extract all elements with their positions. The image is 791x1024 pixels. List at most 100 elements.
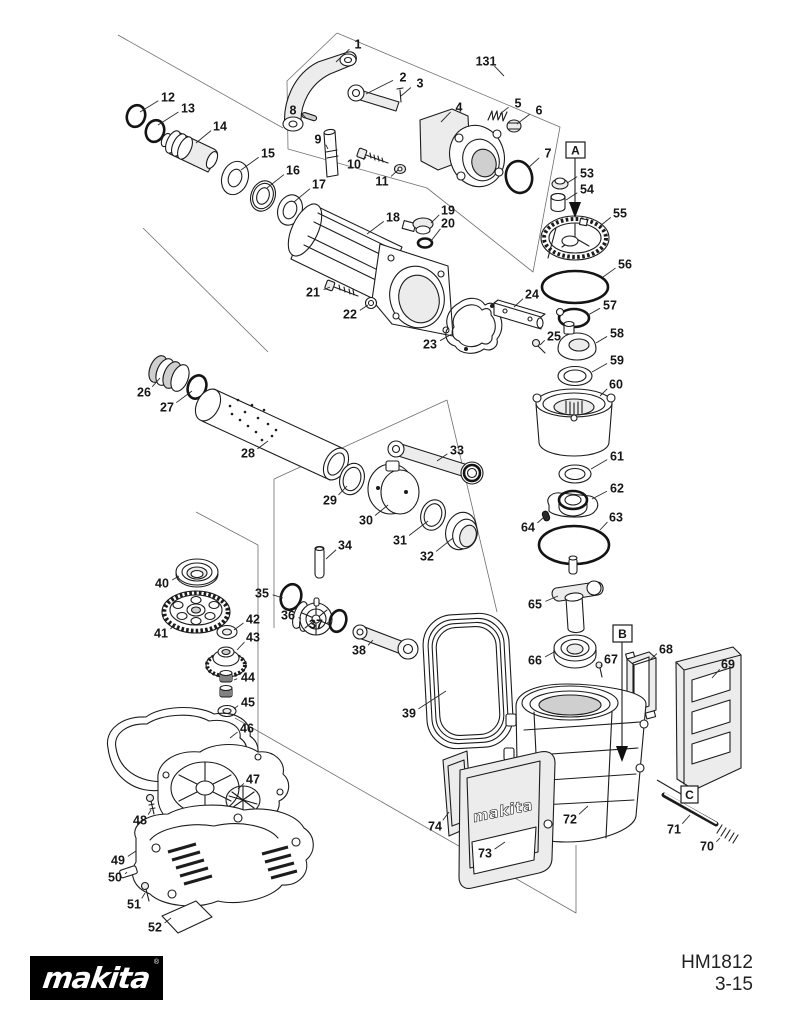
callout-leader-27 bbox=[175, 390, 193, 404]
part-callout-7: 7 bbox=[545, 147, 552, 161]
part-callout-38: 38 bbox=[352, 644, 366, 658]
part-callout-55: 55 bbox=[613, 207, 627, 221]
part-callout-18: 18 bbox=[386, 211, 400, 225]
callout-leader-58 bbox=[595, 336, 608, 344]
part-64-key bbox=[541, 510, 551, 522]
callout-leader-4 bbox=[440, 111, 451, 123]
callout-leader-6 bbox=[516, 113, 530, 125]
part-callout-13: 13 bbox=[181, 102, 195, 116]
footer-reference: HM1812 3-15 bbox=[681, 952, 753, 996]
callout-leader-2 bbox=[365, 79, 394, 95]
part-callout-49: 49 bbox=[111, 854, 125, 868]
callout-leader-69 bbox=[711, 668, 721, 679]
part-5-spring bbox=[487, 110, 508, 122]
part-9-rod bbox=[323, 128, 339, 178]
part-callout-12: 12 bbox=[161, 91, 175, 105]
part-callout-17: 17 bbox=[312, 178, 326, 192]
part-callout-39: 39 bbox=[402, 707, 416, 721]
callout-leader-56 bbox=[602, 267, 616, 278]
part-callout-56: 56 bbox=[618, 258, 632, 272]
part-callout-4: 4 bbox=[456, 101, 463, 115]
part-callout-25: 25 bbox=[547, 330, 561, 344]
callout-leader-33 bbox=[436, 453, 448, 462]
part-callout-50: 50 bbox=[108, 871, 122, 885]
view-label-box-C bbox=[680, 785, 699, 804]
part-callout-20: 20 bbox=[441, 217, 455, 231]
view-label-B: B bbox=[618, 627, 627, 641]
part-callout-23: 23 bbox=[423, 338, 437, 352]
callout-leader-67 bbox=[600, 663, 603, 667]
part-34-pin bbox=[314, 545, 325, 579]
callout-leader-64 bbox=[537, 517, 544, 524]
part-73-side-cover: makita bbox=[458, 751, 556, 889]
part-callout-64: 64 bbox=[521, 521, 535, 535]
part-4-cylinder-flange bbox=[419, 108, 505, 188]
part-callout-51: 51 bbox=[127, 898, 141, 912]
callout-leader-18 bbox=[366, 221, 385, 235]
callout-leader-61 bbox=[590, 459, 608, 470]
part-66-ball-bearing bbox=[553, 634, 597, 669]
callout-leader-22 bbox=[359, 304, 369, 311]
part-callout-6: 6 bbox=[536, 104, 543, 118]
part-callout-65: 65 bbox=[528, 598, 542, 612]
part-callout-24: 24 bbox=[525, 288, 539, 302]
part-callout-3: 3 bbox=[417, 77, 424, 91]
part-callout-28: 28 bbox=[241, 447, 255, 461]
callout-leader-46 bbox=[229, 731, 238, 739]
part-callout-26: 26 bbox=[137, 386, 151, 400]
part-70-spring bbox=[716, 824, 739, 844]
callout-leader-34 bbox=[325, 549, 337, 560]
callout-leader-51 bbox=[141, 892, 146, 899]
part-15-washer bbox=[220, 160, 250, 196]
callout-leader-72 bbox=[578, 805, 589, 815]
part-callout-67: 67 bbox=[604, 653, 618, 667]
part-callout-27: 27 bbox=[160, 401, 174, 415]
part-callout-2: 2 bbox=[400, 71, 407, 85]
part-callout-19: 19 bbox=[441, 204, 455, 218]
section-boundary-lines bbox=[117, 32, 577, 914]
view-arrow-A bbox=[569, 202, 581, 218]
part-callout-52: 52 bbox=[148, 921, 162, 935]
part-callout-10: 10 bbox=[347, 158, 361, 172]
callout-leader-7 bbox=[527, 157, 540, 169]
part-36-vane-piston bbox=[292, 597, 333, 636]
part-callout-43: 43 bbox=[246, 631, 260, 645]
callout-leader-25 bbox=[539, 340, 546, 346]
part-26-piston-cap bbox=[148, 355, 190, 392]
part-callout-31: 31 bbox=[393, 534, 407, 548]
callout-leader-28 bbox=[257, 440, 269, 450]
part-1-crank-lever bbox=[282, 51, 357, 132]
part-16-ring bbox=[249, 180, 277, 212]
part-43-bevel-gear bbox=[205, 646, 247, 678]
part-callout-74: 74 bbox=[428, 820, 442, 834]
callout-leader-36 bbox=[298, 616, 302, 620]
callout-leader-37 bbox=[326, 621, 332, 624]
part-40-ball-bearing bbox=[175, 558, 219, 588]
makita-logo: makita ® bbox=[30, 956, 163, 1000]
makita-logo-text: makita bbox=[40, 961, 153, 995]
callout-leader-16 bbox=[266, 174, 285, 189]
callout-leader-41 bbox=[170, 623, 177, 630]
part-callout-40: 40 bbox=[155, 577, 169, 591]
part-callout-35: 35 bbox=[255, 587, 269, 601]
part-callout-60: 60 bbox=[609, 378, 623, 392]
callout-leader-30 bbox=[374, 504, 389, 516]
callout-leader-40 bbox=[171, 575, 180, 581]
callout-leader-49 bbox=[127, 850, 137, 857]
part-callout-14: 14 bbox=[213, 120, 227, 134]
part-62-bearing-retainer bbox=[547, 489, 599, 518]
part-49-housing-cover bbox=[132, 804, 314, 907]
part-callout-47: 47 bbox=[246, 773, 260, 787]
part-59-washer bbox=[557, 365, 593, 387]
part-55-swash-plate bbox=[540, 215, 610, 261]
callout-leader-47 bbox=[237, 783, 245, 790]
part-30-piston bbox=[367, 460, 420, 515]
callout-leader-12 bbox=[139, 100, 159, 113]
part-callout-36: 36 bbox=[281, 609, 295, 623]
part-27-o-ring bbox=[186, 374, 208, 400]
part-callout-61: 61 bbox=[610, 450, 624, 464]
part-callout-68: 68 bbox=[659, 643, 673, 657]
callout-leader-39 bbox=[418, 690, 447, 710]
callout-leader-29 bbox=[338, 485, 348, 496]
